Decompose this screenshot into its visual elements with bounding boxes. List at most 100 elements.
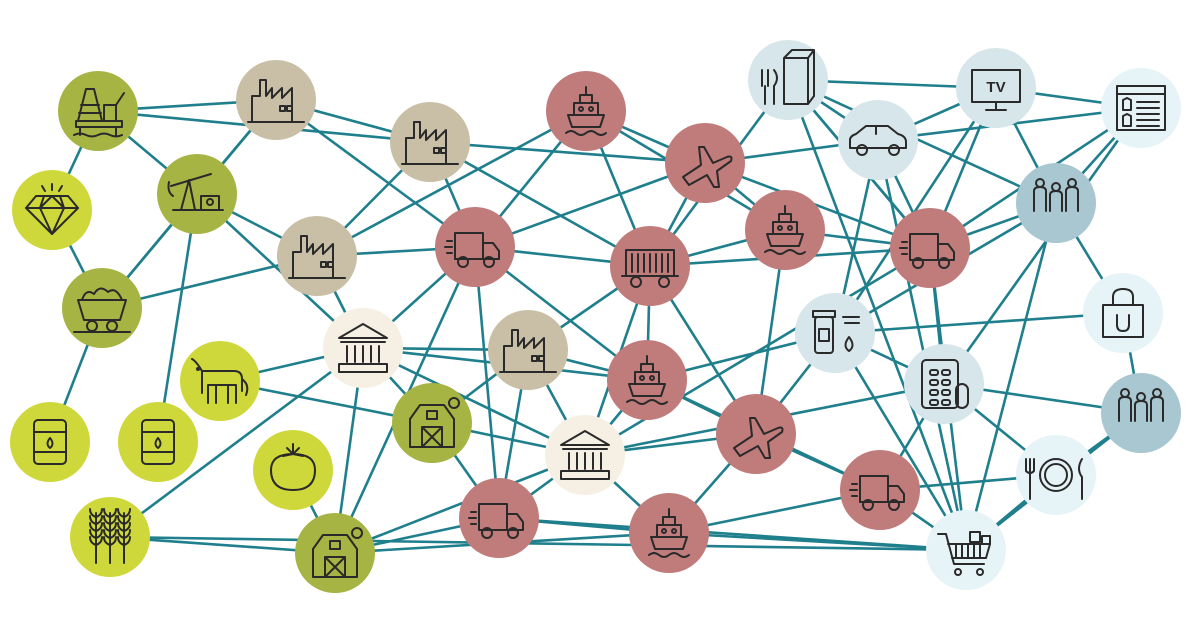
- node-cow-disc: [180, 341, 260, 421]
- node-plane-1: [665, 123, 745, 203]
- pills-icon: [921, 359, 969, 409]
- node-family-2-disc: [1101, 373, 1181, 453]
- node-ship-1-disc: [546, 71, 626, 151]
- node-ship-3: [607, 340, 687, 420]
- node-cow: [180, 341, 260, 421]
- web-store-icon: [1116, 85, 1166, 131]
- family-icon: [1118, 388, 1164, 422]
- node-railcar: [610, 226, 690, 306]
- node-factory-4-disc: [488, 310, 568, 390]
- edge-tv-to-pharma: [833, 86, 998, 335]
- node-truck-2: [890, 208, 970, 288]
- node-car-disc: [838, 100, 918, 180]
- edge-truck-1-to-truck-4: [473, 245, 501, 520]
- cow-icon: [191, 358, 249, 404]
- node-factory-1-disc: [236, 60, 316, 140]
- edge-web-shop-to-pills: [942, 106, 1143, 386]
- node-pills: [904, 344, 984, 424]
- node-pumpjack: [157, 154, 237, 234]
- edge-shopping-bag-to-pharma: [833, 311, 1125, 335]
- node-ship-4: [629, 493, 709, 573]
- node-truck-4-disc: [459, 478, 539, 558]
- truck-icon: [849, 475, 905, 511]
- node-tv: TV: [956, 48, 1036, 128]
- node-pharma: [795, 293, 875, 373]
- node-wheat: [70, 497, 150, 577]
- node-cart: [926, 510, 1006, 590]
- edge-cart-to-pharma: [833, 331, 968, 552]
- factory-icon: [247, 79, 305, 123]
- node-plane-2-disc: [716, 394, 796, 474]
- car-icon: [849, 125, 907, 156]
- node-dining-disc: [1016, 435, 1096, 515]
- airplane-icon: [733, 417, 784, 459]
- ship-icon: [648, 508, 690, 558]
- diamond-icon: [25, 183, 79, 235]
- tv-label: TV: [986, 79, 1005, 96]
- factory-icon: [499, 329, 557, 373]
- node-shopping-bag-disc: [1083, 273, 1163, 353]
- barn-icon: [409, 397, 460, 448]
- node-mine-cart-disc: [62, 268, 142, 348]
- edge-factory-1-to-truck-1: [274, 98, 477, 249]
- truck-icon: [444, 232, 500, 268]
- edge-bank-1-to-bank-2: [361, 346, 587, 457]
- oil-barrel-icon: [33, 419, 67, 465]
- tomato-icon: [270, 443, 316, 491]
- node-diamond: [12, 170, 92, 250]
- node-grocery-disc: [748, 40, 828, 120]
- oil-rig-icon: [73, 88, 125, 138]
- node-oil-rig: [58, 71, 138, 151]
- edge-grocery-to-cart: [786, 78, 968, 552]
- oil-barrel-icon: [141, 419, 175, 465]
- node-barn-bottom: [295, 513, 375, 593]
- tv-icon: TV: [971, 69, 1021, 111]
- ship-icon: [764, 205, 806, 255]
- food-carton-icon: [761, 49, 815, 105]
- edge-truck-1-to-plane-1: [473, 161, 707, 249]
- node-family-1-disc: [1016, 163, 1096, 243]
- node-oil-rig-disc: [58, 71, 138, 151]
- node-factory-3-disc: [277, 216, 357, 296]
- node-barn-mid-disc: [392, 383, 472, 463]
- node-barrel-left-disc: [10, 402, 90, 482]
- node-family-2: [1101, 373, 1181, 453]
- node-tomato: [253, 430, 333, 510]
- node-truck-1: [435, 207, 515, 287]
- node-cart-disc: [926, 510, 1006, 590]
- node-factory-4: [488, 310, 568, 390]
- node-ship-4-disc: [629, 493, 709, 573]
- node-ship-2-disc: [745, 190, 825, 270]
- edge-family-1-to-cart: [964, 201, 1058, 552]
- edge-factory-2-to-railcar: [428, 140, 652, 268]
- node-factory-3: [277, 216, 357, 296]
- node-pumpjack-disc: [157, 154, 237, 234]
- dining-icon: [1025, 458, 1083, 500]
- node-pharma-disc: [795, 293, 875, 373]
- node-factory-2-disc: [390, 102, 470, 182]
- mine-cart-icon: [73, 287, 131, 333]
- node-truck-1-disc: [435, 207, 515, 287]
- wheat-icon: [89, 508, 131, 564]
- node-barrel-right-disc: [118, 402, 198, 482]
- node-truck-3-disc: [840, 450, 920, 530]
- node-bank-1: [323, 308, 403, 388]
- edge-ship-4-to-cart: [667, 531, 968, 552]
- edge-wheat-to-bank-1: [108, 346, 365, 539]
- edge-pumpjack-to-barrel-right: [156, 192, 199, 444]
- barn-icon: [312, 527, 363, 578]
- factory-icon: [401, 121, 459, 165]
- ship-icon: [626, 355, 668, 405]
- edge-barn-bottom-to-bank-2: [333, 453, 587, 555]
- node-tomato-disc: [253, 430, 333, 510]
- node-factory-2: [390, 102, 470, 182]
- pumpjack-icon: [167, 173, 224, 211]
- edge-car-to-cart: [876, 138, 968, 552]
- shopping-bag-icon: [1102, 288, 1144, 338]
- factory-icon: [288, 235, 346, 279]
- bank-icon: [338, 323, 388, 373]
- node-mine-cart: [62, 268, 142, 348]
- node-bank-2: [545, 415, 625, 495]
